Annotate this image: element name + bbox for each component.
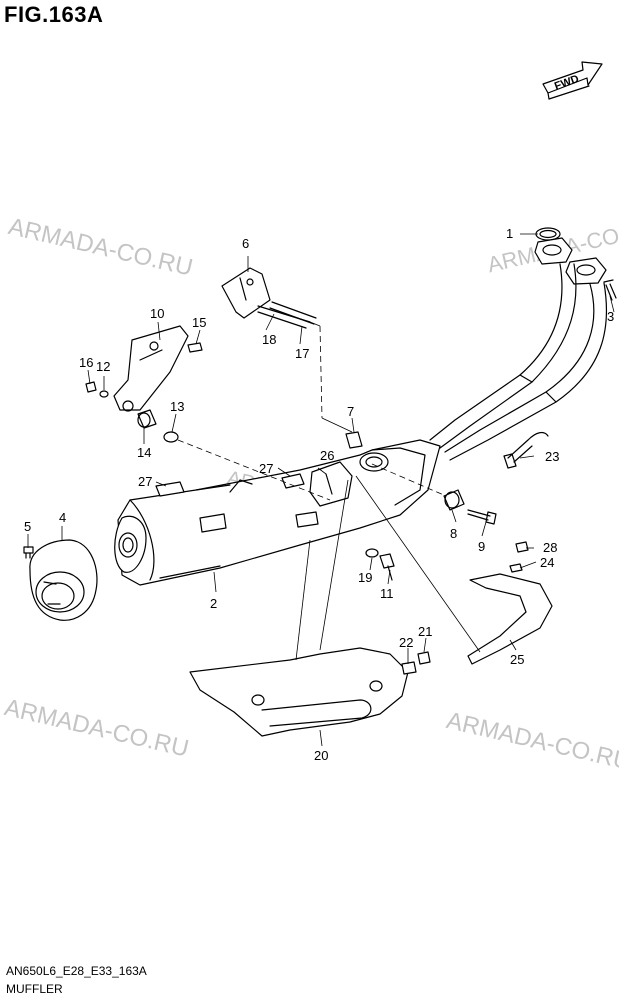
callout-2: 2 <box>210 596 218 611</box>
callout-4: 4 <box>59 510 67 525</box>
figure-title: FIG.163A <box>4 2 104 27</box>
callout-5: 5 <box>24 519 32 534</box>
bolt-17-18 <box>257 301 317 329</box>
washer-12 <box>99 390 109 398</box>
bolt-21 <box>417 651 431 665</box>
footrest-bracket-10 <box>113 325 189 412</box>
muffler-end-cap <box>29 539 98 621</box>
bushing-8 <box>443 489 465 511</box>
callout-19: 19 <box>358 570 373 585</box>
screw-5 <box>23 546 34 559</box>
collar-13 <box>163 431 179 443</box>
clip-27 <box>155 473 305 497</box>
collar-22 <box>401 661 417 675</box>
grommet-28 <box>515 541 529 553</box>
section-name: MUFFLER <box>6 982 63 996</box>
assembly-dash-lines <box>177 325 447 501</box>
callout-13: 13 <box>170 399 185 414</box>
callout-20: 20 <box>314 748 329 763</box>
callout-6: 6 <box>242 236 250 251</box>
exhaust-gasket <box>535 227 561 241</box>
callout-10: 10 <box>150 306 165 321</box>
bushing-14 <box>137 409 157 429</box>
callout-9: 9 <box>478 539 486 554</box>
heat-cover-25 <box>467 573 553 665</box>
callout-26: 26 <box>320 448 335 463</box>
fwd-arrow-icon <box>542 61 603 100</box>
bolt-11 <box>379 553 395 581</box>
callout-1: 1 <box>506 226 514 241</box>
callout-27b: 27 <box>259 461 274 476</box>
callout-7: 7 <box>347 404 355 419</box>
callout-17: 17 <box>295 346 310 361</box>
bolt-3 <box>603 279 617 301</box>
callout-21: 21 <box>418 624 433 639</box>
muffler-body <box>117 439 441 586</box>
callout-8: 8 <box>450 526 458 541</box>
washer-19 <box>365 548 379 558</box>
bolt-9 <box>467 509 497 525</box>
callout-22: 22 <box>399 635 414 650</box>
oxygen-sensor <box>503 431 549 469</box>
callout-16: 16 <box>79 355 94 370</box>
callout-23: 23 <box>545 449 560 464</box>
callout-3: 3 <box>607 309 615 324</box>
callout-27a: 27 <box>138 474 153 489</box>
callout-11: 11 <box>380 586 394 601</box>
callout-18: 18 <box>262 332 277 347</box>
nut-16 <box>85 381 97 393</box>
callout-12: 12 <box>96 359 111 374</box>
muffler-outlet <box>114 515 147 573</box>
callout-28: 28 <box>543 540 558 555</box>
nut-7 <box>345 431 363 449</box>
heat-shield-20 <box>189 647 409 737</box>
callout-15: 15 <box>192 315 207 330</box>
callout-24: 24 <box>540 555 555 570</box>
nut-24 <box>509 563 523 573</box>
assembly-solid-lines <box>295 321 481 661</box>
bracket-6 <box>221 267 271 319</box>
leader-lines <box>27 233 615 747</box>
callout-14: 14 <box>137 445 152 460</box>
model-code: AN650L6_E28_E33_163A <box>6 964 147 978</box>
bolt-15 <box>187 342 203 353</box>
callout-25: 25 <box>510 652 525 667</box>
exhaust-header-pipes <box>429 237 608 461</box>
